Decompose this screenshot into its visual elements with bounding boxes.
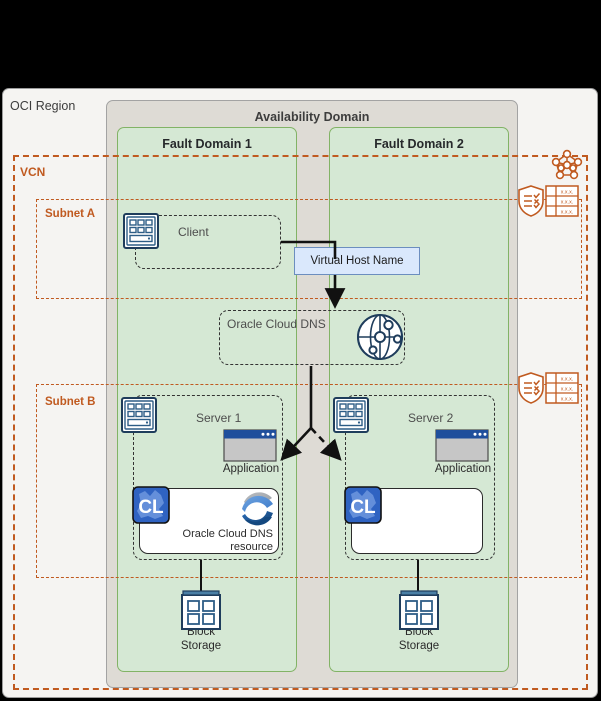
oracle-cloud-dns-node-box[interactable] — [219, 310, 405, 365]
bs1-line1: Block — [186, 626, 216, 638]
bs2-line2: Storage — [398, 639, 440, 652]
subnet-b-boundary — [36, 384, 582, 578]
bs1-line2: Storage — [180, 639, 222, 652]
vcn-boundary — [13, 155, 588, 690]
server-2-cluster-box[interactable] — [351, 488, 483, 554]
vcn-label: VCN — [20, 165, 46, 179]
server-2-node-box[interactable] — [345, 395, 495, 560]
block-storage-2-label: Block Storage — [384, 626, 454, 653]
resource-label-line2: resource — [230, 541, 273, 553]
virtual-host-name-box[interactable]: Virtual Host Name — [294, 247, 420, 275]
client-label: Client — [178, 225, 209, 239]
oci-region-label: OCI Region — [10, 99, 76, 113]
server-1-label: Server 1 — [196, 411, 242, 425]
subnet-b-label: Subnet B — [45, 396, 96, 408]
subnet-a-boundary — [36, 199, 582, 299]
resource-label-line1: Oracle Cloud DNS — [182, 528, 273, 540]
client-node-box[interactable] — [135, 215, 281, 269]
subnet-a-label: Subnet A — [45, 208, 96, 220]
fault-domain-2-label: Fault Domain 2 — [374, 137, 464, 151]
availability-domain-label: Availability Domain — [254, 110, 370, 124]
oracle-cloud-dns-label: Oracle Cloud DNS — [227, 317, 326, 331]
fault-domain-1-label: Fault Domain 1 — [162, 137, 252, 151]
bs2-line1: Block — [404, 626, 434, 638]
server-2-application-label: Application — [434, 463, 492, 475]
server-1-application-label: Application — [222, 463, 280, 475]
server-1-node-box[interactable] — [133, 395, 283, 560]
block-storage-1-label: Block Storage — [166, 626, 236, 653]
server-2-label: Server 2 — [408, 411, 454, 425]
oracle-cloud-dns-resource-label: Oracle Cloud DNS resource — [145, 528, 273, 554]
